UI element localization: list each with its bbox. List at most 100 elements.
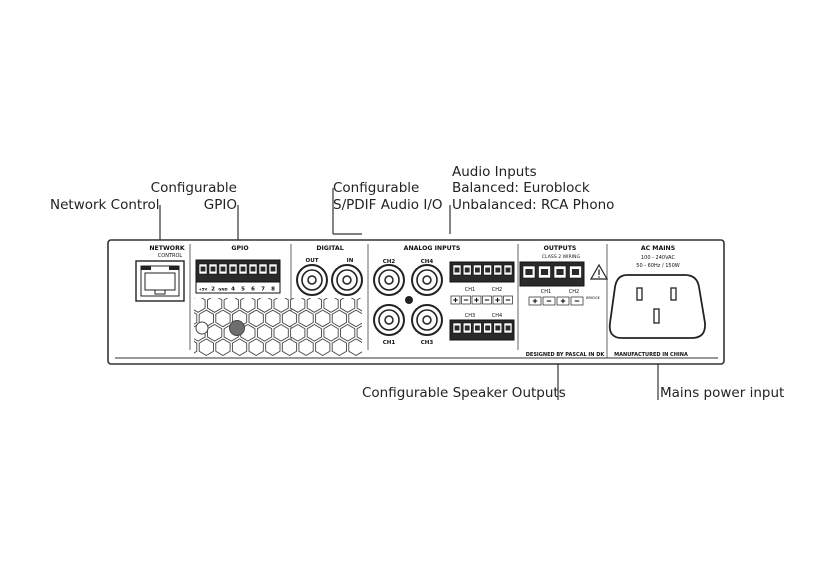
ground-screw-icon [229,320,245,336]
warning-icon [589,263,609,280]
euroblock-bot-ch4-label: CH4 [492,313,502,319]
vent-hole [315,338,331,357]
ground-post-icon [405,296,413,304]
ac-spec-frequency-power: 50 - 60Hz / 150W [636,263,679,269]
rca-ch3-jack[interactable] [411,304,443,336]
designed-by-text: DESIGNED BY PASCAL IN DK [526,352,606,358]
vent-hole [290,298,306,313]
minus-icon [503,295,513,305]
gpio-pin-label: 7 [261,287,265,293]
digital-heading: DIGITAL [316,245,343,252]
euroblock-slot [493,264,503,276]
spdif-out-jack[interactable] [296,264,328,296]
audio-inputs-label-line1: Audio Inputs [452,164,537,180]
analog-inputs-heading: ANALOG INPUTS [404,245,461,252]
vent-hole [298,309,314,328]
euroblock-slot [473,322,482,334]
euroblock-slot [483,322,492,334]
gpio-label-line2: GPIO [203,197,237,213]
gpio-terminal-slot [228,263,238,275]
vent-hole [194,312,198,325]
output-ch1-label: CH1 [541,289,551,295]
vent-hole [248,309,264,328]
vent-hole [194,340,198,354]
network-control-label: Network Control [50,197,160,213]
gpio-pin-label: 5 [241,287,245,293]
gpio-pin-label: +5V [199,287,208,292]
vent-hole [290,323,306,342]
class2-wiring-label: CLASS 2 WIRING [542,254,581,260]
gpio-pin-label: 8 [271,287,275,293]
euroblock-input-ch1-ch2[interactable] [449,261,515,283]
ethernet-port[interactable] [135,260,185,302]
minus-icon [542,296,556,306]
speaker-terminal-slot [522,265,536,279]
speaker-outputs-label: Configurable Speaker Outputs [362,385,566,401]
vent-hole [331,309,347,328]
gpio-pin-label: 2 [211,287,215,293]
vent-hole [273,298,289,313]
plus-icon [556,296,570,306]
spdif-in-jack[interactable] [331,264,363,296]
vent-hole [340,323,356,342]
vent-hole [348,309,362,328]
speaker-terminal-slot [538,265,551,279]
speaker-terminal-slot [553,265,567,279]
rca-ch1-label: CH1 [383,340,396,346]
vent-hole [207,298,223,313]
euroblock-slot [462,264,472,276]
euroblock-slot [462,322,472,334]
euroblock-input-ch3-ch4[interactable] [449,319,515,341]
network-heading: NETWORK [149,245,184,252]
plus-icon [492,295,503,305]
output-ch2-label: CH2 [569,289,579,295]
vent-hole [315,309,331,328]
gpio-heading: GPIO [231,245,248,252]
gpio-pin-label: 6 [251,287,255,293]
gpio-terminal-slot [218,263,228,275]
gpio-terminal-slot [238,263,248,275]
vent-hole [356,298,362,312]
mains-power-label: Mains power input [660,385,785,401]
vent-hole [323,298,339,313]
rca-ch3-label: CH3 [421,340,434,346]
vent-hole [306,298,322,313]
ac-spec-voltage: 100 - 240VAC [641,255,676,261]
euroblock-slot [483,264,492,276]
gpio-terminal-slot [248,263,258,275]
rca-ch2-jack[interactable] [373,264,405,296]
ac-mains-heading: AC MAINS [641,245,675,252]
rca-ch4-jack[interactable] [411,264,443,296]
vent-hole [198,338,214,357]
iec-power-inlet[interactable] [608,274,706,339]
vent-hole [215,338,231,357]
speaker-polarity [528,296,584,306]
vent-hole [231,338,248,357]
vent-hole [281,309,298,328]
vent-hole [348,338,362,357]
vent-hole [265,338,281,357]
vent-hole [356,325,362,341]
euroblock-slot [503,322,513,334]
euroblock-top-polarity [450,295,513,305]
rca-ch1-jack[interactable] [373,304,405,336]
audio-inputs-label-line2: Balanced: Euroblock [452,180,590,196]
vent-hole [194,298,206,313]
vent-hole [331,338,347,357]
plus-icon [450,295,461,305]
vent-hole [340,298,356,313]
vent-hole [298,338,314,357]
digital-in-label: IN [347,258,354,264]
gpio-terminal-slot [208,263,218,275]
speaker-output-terminal[interactable] [519,261,585,287]
audio-inputs-label-line3: Unbalanced: RCA Phono [452,197,615,213]
small-hole [195,321,209,335]
plus-icon [471,295,482,305]
euroblock-slot [452,322,462,334]
minus-icon [482,295,492,305]
euroblock-top-ch1-label: CH1 [465,287,475,293]
vent-hole [256,323,273,342]
rca-ch4-label: CH4 [421,259,434,265]
